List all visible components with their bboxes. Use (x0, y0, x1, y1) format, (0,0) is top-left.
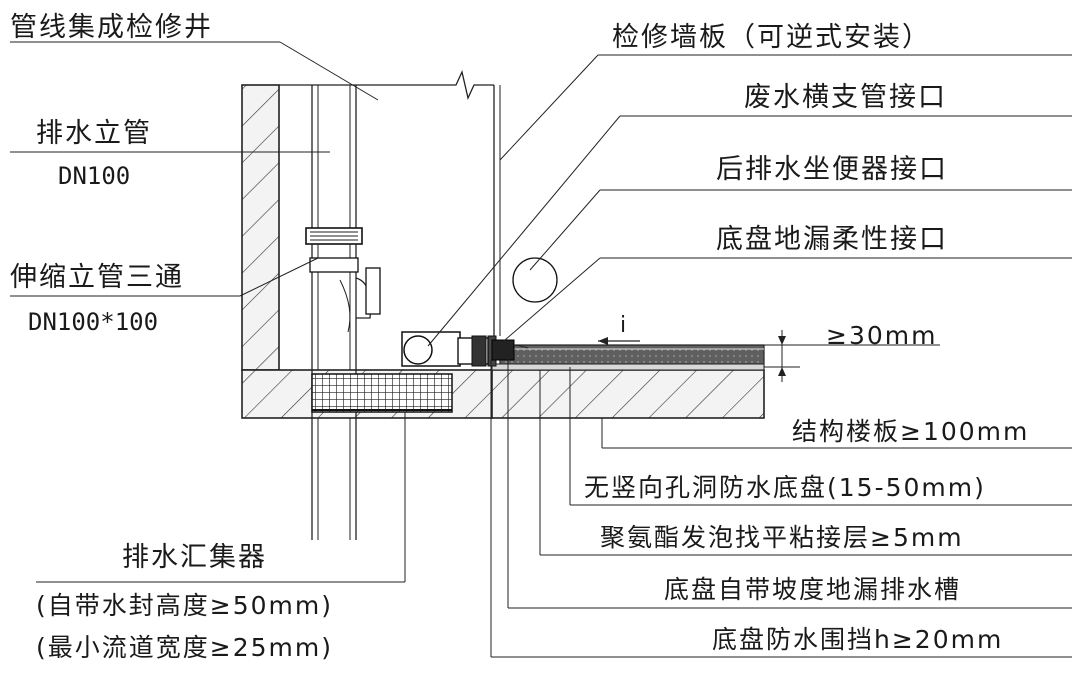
drain-inlet-label: 底盘地漏柔性接口 (716, 224, 948, 255)
drain-collector (311, 373, 453, 413)
collector-note-2: (最小流道宽度≥25mm) (36, 633, 333, 662)
tee-size-label: DN100*100 (28, 308, 158, 336)
waterproof-tray (491, 344, 765, 371)
labels-left: 管线集成检修井 排水立管 DN100 伸缩立管三通 DN100*100 排水汇集… (10, 12, 333, 662)
waste-branch-inlet (401, 331, 489, 367)
leader-lines-right (427, 54, 1072, 658)
slab-label: 结构楼板≥100mm (792, 417, 1029, 446)
slope-indicator: i (598, 313, 640, 345)
toilet-inlet-label: 后排水坐便器接口 (716, 154, 948, 185)
tee-title-label: 伸缩立管三通 (10, 262, 184, 293)
inspection-wall-panel (493, 85, 501, 336)
structural-slab (491, 369, 765, 419)
thickness-dimension (764, 330, 940, 382)
break-line (279, 70, 494, 100)
leader-lines-left (10, 41, 406, 583)
expansion-tee (305, 227, 381, 370)
dam-label: 底盘防水围挡h≥20mm (712, 625, 1003, 654)
tray-label: 无竖向孔洞防水底盘(15-50mm) (584, 473, 986, 502)
waste-inlet-label: 废水横支管接口 (744, 82, 947, 113)
collector-note-1: (自带水封高度≥50mm) (36, 591, 333, 620)
well-label: 管线集成检修井 (10, 12, 213, 43)
panel-label: 检修墙板（可逆式安装） (612, 22, 931, 53)
toilet-rear-inlet (512, 257, 558, 303)
pu-layer-label: 聚氨酯发泡找平粘接层≥5mm (600, 523, 964, 552)
collector-title-label: 排水汇集器 (122, 542, 267, 573)
slope-label: i (620, 313, 628, 338)
labels-right: 检修墙板（可逆式安装） 废水横支管接口 后排水坐便器接口 底盘地漏柔性接口 ≥3… (584, 22, 1029, 654)
riser-title-label: 排水立管 (36, 118, 152, 149)
riser-size-label: DN100 (58, 162, 130, 190)
thickness-label: ≥30mm (826, 321, 937, 350)
drain-riser (311, 85, 357, 540)
trough-label: 底盘自带坡度地漏排水槽 (664, 575, 961, 604)
well-wall (241, 84, 493, 419)
